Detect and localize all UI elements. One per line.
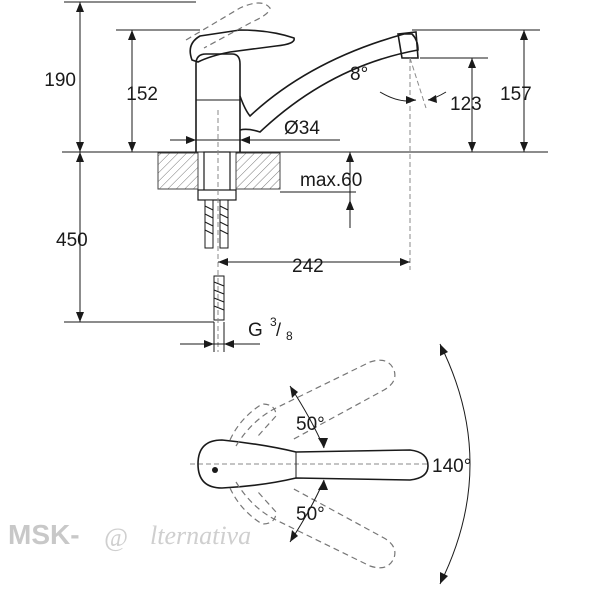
outlet-angle-line xyxy=(409,57,427,109)
aerator xyxy=(397,31,419,59)
lever-ghost-lower xyxy=(235,481,396,569)
spout xyxy=(239,33,419,133)
hose-braid xyxy=(204,205,229,235)
watermark-rest: lternativa xyxy=(150,521,251,550)
total-swivel-angle: 140° xyxy=(432,456,471,477)
dim-connection-denominator: 8 xyxy=(286,329,293,343)
lever-ghost-lower-small xyxy=(229,487,277,525)
lever-ghost-upper-small xyxy=(229,403,277,441)
hose-end-braid xyxy=(213,281,225,311)
lever-pivot xyxy=(212,467,218,473)
watermark-brand: MSK- xyxy=(8,519,80,550)
shank xyxy=(203,151,231,193)
dim-lever-height: 152 xyxy=(126,84,158,105)
lower-swivel-angle: 50° xyxy=(296,504,325,525)
dim-spout-angle: 8° xyxy=(350,64,368,85)
watermark: MSK- @ lternativa xyxy=(8,519,251,552)
lever-ghost-upper xyxy=(235,359,396,447)
dim-connection: G xyxy=(248,320,263,341)
side-elevation: 190 152 157 123 8° Ø34 xyxy=(44,1,548,352)
dim-below-deck: 450 xyxy=(56,230,88,251)
dim-outlet-height: 123 xyxy=(450,94,482,115)
worktop-hatch-right xyxy=(235,152,281,190)
watermark-at: @ xyxy=(104,523,128,552)
lever xyxy=(189,29,295,63)
nut xyxy=(197,189,237,201)
dim-spout-height: 157 xyxy=(500,84,532,105)
dim-body-diameter: Ø34 xyxy=(284,118,320,139)
upper-swivel-angle: 50° xyxy=(296,414,325,435)
dim-reach: 242 xyxy=(292,256,324,277)
dim-max-deck: max.60 xyxy=(300,170,362,191)
dim-connection-numerator: 3 xyxy=(270,315,277,329)
fraction-slash: / xyxy=(276,320,281,340)
dim-overall-height: 190 xyxy=(44,70,76,91)
plan-view: 50° 50° 140° xyxy=(190,343,471,585)
lever-raised-ghost xyxy=(185,2,271,49)
lever-plan xyxy=(197,439,429,489)
worktop-hatch-left xyxy=(157,152,199,190)
